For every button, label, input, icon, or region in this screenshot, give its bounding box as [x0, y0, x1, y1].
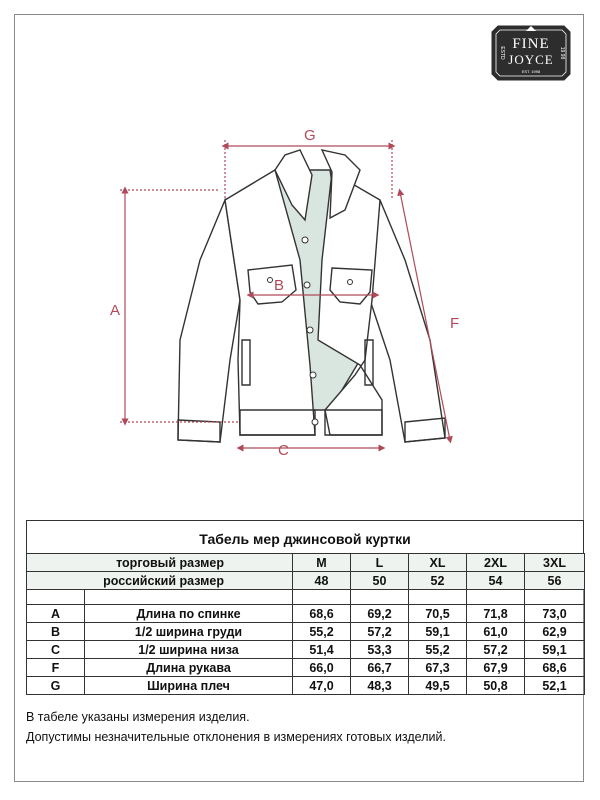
logo-left-text: ESTD: [499, 46, 505, 60]
page-frame: [14, 14, 584, 782]
label-g: G: [304, 127, 316, 144]
measurement-label: 1/2 ширина низа: [84, 640, 293, 659]
measurement-code: G: [26, 676, 85, 695]
header-size-cell: 52: [408, 571, 467, 590]
measurement-value: 66,0: [292, 658, 351, 677]
measurement-value: 67,9: [466, 658, 525, 677]
measurement-code: C: [26, 640, 85, 659]
header-size-cell: 3XL: [524, 553, 585, 572]
jacket-svg: G A B C F: [110, 127, 459, 459]
label-a: A: [110, 302, 120, 319]
measurement-label: 1/2 ширина груди: [84, 622, 293, 641]
spacer-row: [26, 589, 585, 605]
measurement-value: 68,6: [292, 604, 351, 623]
measurement-code: A: [26, 604, 85, 623]
measurement-value: 67,3: [408, 658, 467, 677]
jacket-outline: [177, 149, 446, 443]
measurement-value: 50,8: [466, 676, 525, 695]
measurement-value: 57,2: [350, 622, 409, 641]
header-size-cell: XL: [408, 553, 467, 572]
measurement-value: 51,4: [292, 640, 351, 659]
measurement-value: 55,2: [408, 640, 467, 659]
jacket-buttons: [267, 236, 353, 426]
logo-bottom-text: EST. 1998: [522, 69, 541, 74]
measurement-value: 62,9: [524, 622, 585, 641]
measurement-label: Длина по спинке: [84, 604, 293, 623]
measurement-value: 49,5: [408, 676, 467, 695]
measurement-value: 55,2: [292, 622, 351, 641]
label-f: F: [450, 315, 459, 332]
measurement-value: 59,1: [408, 622, 467, 641]
measurement-code: B: [26, 622, 85, 641]
header-row-label: российский размер: [26, 571, 293, 590]
logo-badge-shape: ESTD 19 98 EST. 1998: [491, 25, 571, 81]
measurement-label: Ширина плеч: [84, 676, 293, 695]
size-table: Табель мер джинсовой куртки торговый раз…: [26, 520, 585, 695]
measurement-code: F: [26, 658, 85, 677]
note-line-2: Допустимы незначительные отклонения в из…: [26, 730, 446, 744]
measurement-value: 61,0: [466, 622, 525, 641]
label-c: C: [278, 442, 289, 459]
measurement-value: 57,2: [466, 640, 525, 659]
measurement-value: 52,1: [524, 676, 585, 695]
label-b: B: [274, 277, 284, 294]
dimension-lines: [120, 140, 453, 452]
logo-right-text: 19 98: [559, 47, 565, 60]
measurement-value: 66,7: [350, 658, 409, 677]
header-size-cell: 2XL: [466, 553, 525, 572]
measurement-value: 53,3: [350, 640, 409, 659]
header-size-cell: M: [292, 553, 351, 572]
measurement-value: 73,0: [524, 604, 585, 623]
logo-name-line1: FINE: [512, 36, 550, 52]
size-table-title: Табель мер джинсовой куртки: [26, 520, 584, 553]
header-size-cell: L: [350, 553, 409, 572]
header-row-label: торговый размер: [26, 553, 293, 572]
jacket-diagram: G A B C F: [60, 110, 500, 470]
measurement-value: 68,6: [524, 658, 585, 677]
header-size-cell: 48: [292, 571, 351, 590]
measurement-value: 47,0: [292, 676, 351, 695]
brand-logo: ESTD 19 98 EST. 1998 FINE JOYCE: [490, 22, 572, 84]
measurement-value: 69,2: [350, 604, 409, 623]
header-size-cell: 56: [524, 571, 585, 590]
notes: В табеле указаны измерения изделия. Допу…: [26, 707, 446, 747]
logo-name-line2: JOYCE: [508, 52, 554, 67]
header-size-cell: 50: [350, 571, 409, 590]
dimension-f-line: [397, 188, 453, 444]
header-size-cell: 54: [466, 571, 525, 590]
measurement-value: 59,1: [524, 640, 585, 659]
measurement-value: 48,3: [350, 676, 409, 695]
measurement-value: 71,8: [466, 604, 525, 623]
measurement-label: Длина рукава: [84, 658, 293, 677]
measurement-value: 70,5: [408, 604, 467, 623]
note-line-1: В табеле указаны измерения изделия.: [26, 710, 250, 724]
